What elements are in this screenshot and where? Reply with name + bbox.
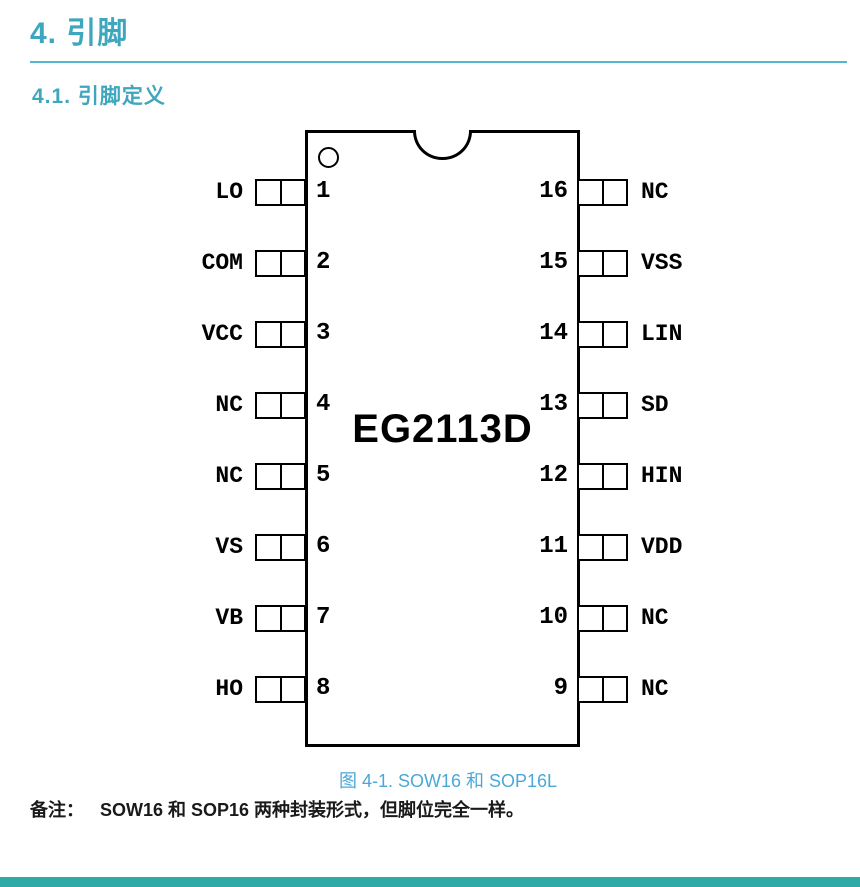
pin-name: VS [215,534,243,560]
pin-box-left [255,250,306,277]
pin-number: 9 [553,675,568,702]
section-title: 4. 引脚 [30,17,129,50]
pin-name: HO [215,676,243,702]
pin-name: VCC [201,321,243,347]
pin-name: VDD [641,534,683,560]
pin-number: 16 [539,178,568,205]
pin-box-right [577,534,628,561]
pin-name: COM [201,250,243,276]
pin-name: HIN [641,463,683,489]
note-label: 备注： [30,800,84,820]
pin-name: NC [215,392,243,418]
figure-caption: 图 4-1. SOW16 和 SOP16L [338,771,558,791]
footer-accent-bar [0,877,860,887]
note-line: 备注： SOW16 和 SOP16 两种封装形式，但脚位完全一样。 [30,796,524,822]
pin-number: 4 [316,391,331,418]
pin-name: VB [215,605,243,631]
pin-number: 11 [539,533,568,560]
pin-number: 1 [316,178,331,205]
pin-number: 5 [316,462,331,489]
pin-name: NC [641,605,669,631]
pin-box-left [255,321,306,348]
pin-number: 8 [316,675,331,702]
pin-number: 15 [539,249,568,276]
pin1-indicator-icon [318,147,339,168]
title-divider [30,61,847,63]
pin-box-right [577,463,628,490]
pin-number: 3 [316,320,331,347]
note-text: SOW16 和 SOP16 两种封装形式，但脚位完全一样。 [100,800,525,820]
pin-name: NC [215,463,243,489]
pin-number: 6 [316,533,331,560]
pin-box-left [255,534,306,561]
chip-part-number: EG2113D [352,407,533,451]
ic-package-outline [305,130,580,747]
pin-name: LIN [641,321,683,347]
pin-name: VSS [641,250,683,276]
pin-number: 12 [539,462,568,489]
pin-number: 10 [539,604,568,631]
pin-box-right [577,605,628,632]
pin-number: 14 [539,320,568,347]
pin-box-left [255,463,306,490]
pin-box-left [255,179,306,206]
pin-box-right [577,250,628,277]
pin-box-right [577,392,628,419]
pin-box-left [255,676,306,703]
pin-box-left [255,605,306,632]
pin-name: SD [641,392,669,418]
pin-box-right [577,179,628,206]
pin-number: 2 [316,249,331,276]
pin-box-left [255,392,306,419]
package-notch [413,130,472,160]
subsection-title: 4.1. 引脚定义 [32,85,166,108]
pin-name: NC [641,676,669,702]
pin-box-right [577,321,628,348]
pin-box-right [577,676,628,703]
pin-number: 7 [316,604,331,631]
pin-name: LO [215,179,243,205]
pin-name: NC [641,179,669,205]
pin-number: 13 [539,391,568,418]
